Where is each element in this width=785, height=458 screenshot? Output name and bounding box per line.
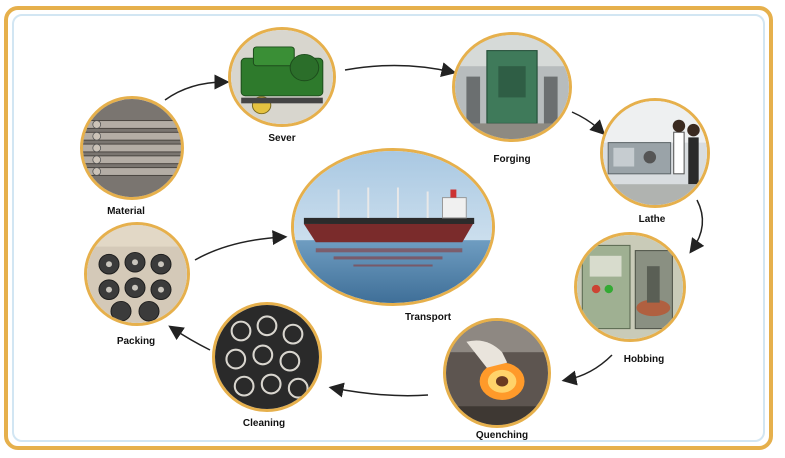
quenching-label: Quenching xyxy=(475,430,529,441)
packing-photo xyxy=(84,222,190,326)
material-label: Material xyxy=(107,206,145,217)
inner-frame xyxy=(12,14,765,442)
transport-label: Transport xyxy=(404,312,452,323)
hobbing-photo xyxy=(574,232,686,342)
transport-photo xyxy=(291,148,495,306)
forging-photo xyxy=(452,32,572,142)
lathe-photo xyxy=(600,98,710,208)
sever-photo xyxy=(228,27,336,127)
quenching-photo xyxy=(443,318,551,428)
sever-label: Sever xyxy=(268,133,296,144)
packing-label: Packing xyxy=(116,336,156,347)
cleaning-label: Cleaning xyxy=(242,418,286,429)
lathe-label: Lathe xyxy=(638,214,666,225)
forging-label: Forging xyxy=(493,154,531,165)
material-photo xyxy=(80,96,184,200)
cleaning-photo xyxy=(212,302,322,412)
hobbing-label: Hobbing xyxy=(623,354,665,365)
